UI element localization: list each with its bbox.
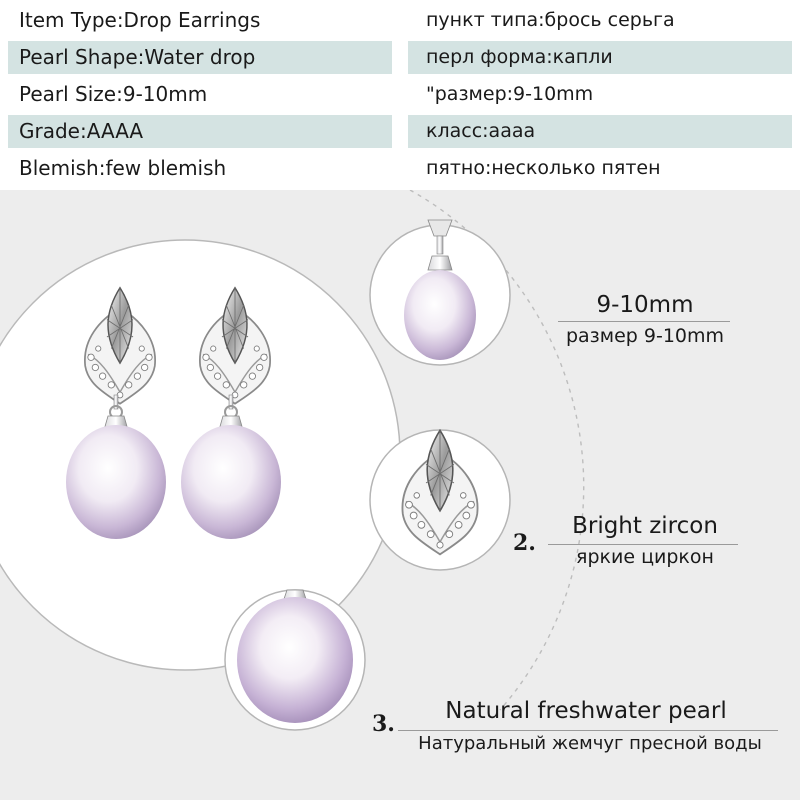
- spec-grade-ru: класс:аааа: [408, 115, 792, 148]
- feature-zircon-title: Bright zircon: [572, 513, 718, 539]
- feature-pearl-title: Natural freshwater pearl: [445, 698, 727, 724]
- spec-pearl-size-ru: "размер:9-10mm: [426, 83, 594, 105]
- detail-zircon-circle: [369, 429, 511, 571]
- spec-pearl-size-en: Pearl Size:9-10mm: [19, 82, 208, 106]
- feature-zircon-divider: [548, 544, 738, 545]
- feature-zircon-number: 2.: [513, 530, 536, 556]
- feature-size-title: 9-10mm: [596, 292, 694, 318]
- earring-left: [66, 286, 166, 539]
- feature-size-subtitle: размер 9-10mm: [565, 325, 725, 347]
- feature-pearl-divider: [398, 730, 778, 731]
- detail-pearl-circle: [224, 589, 366, 731]
- detail-size-circle: [369, 219, 511, 366]
- earring-right: [181, 286, 281, 539]
- spec-pearl-shape-en: Pearl Shape:Water drop: [8, 41, 392, 74]
- spec-row-pearl-shape: Pearl Shape:Water drop перл форма:капли: [0, 41, 800, 74]
- spec-table: Item Type:Drop Earrings пункт типа:брось…: [0, 0, 800, 190]
- product-panel: 9-10mm размер 9-10mm 2. Bright zircon яр…: [0, 190, 800, 800]
- spec-row-item-type: Item Type:Drop Earrings пункт типа:брось…: [0, 4, 800, 37]
- spec-pearl-shape-ru: перл форма:капли: [408, 41, 792, 74]
- feature-zircon-subtitle: яркие циркон: [576, 546, 714, 568]
- feature-pearl-number: 3.: [372, 711, 395, 737]
- spec-item-type-ru: пункт типа:брось серьга: [426, 9, 675, 31]
- spec-blemish-en: Blemish:few blemish: [19, 156, 227, 180]
- product-illustration: [0, 190, 585, 731]
- spec-row-blemish: Blemish:few blemish пятно:несколько пяте…: [0, 152, 800, 185]
- spec-row-grade: Grade:AAAA класс:аааа: [0, 115, 800, 148]
- spec-row-pearl-size: Pearl Size:9-10mm "размер:9-10mm: [0, 78, 800, 111]
- spec-item-type-en: Item Type:Drop Earrings: [19, 8, 261, 32]
- spec-blemish-ru: пятно:несколько пятен: [426, 157, 661, 179]
- feature-pearl-subtitle: Натуральный жемчуг пресной воды: [418, 733, 762, 754]
- feature-size-divider: [558, 321, 730, 322]
- spec-grade-en: Grade:AAAA: [8, 115, 392, 148]
